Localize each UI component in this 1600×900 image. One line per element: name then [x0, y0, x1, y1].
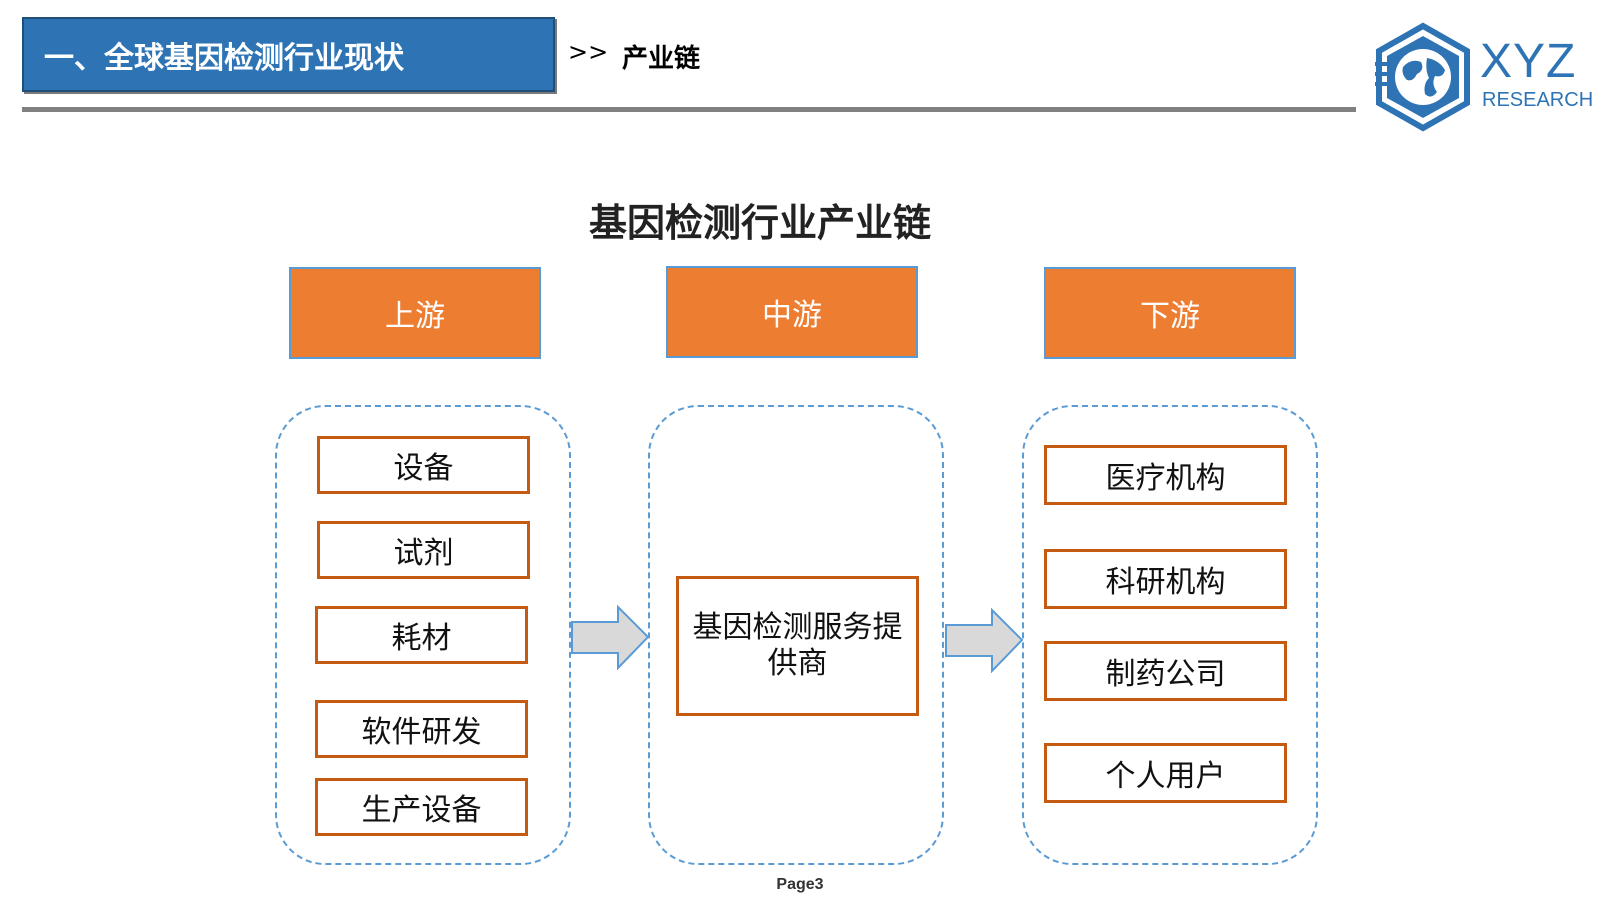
midstream-item: 基因检测服务提供商 — [676, 576, 919, 716]
header-divider — [22, 107, 1356, 112]
upstream-group — [275, 405, 571, 865]
stage-downstream: 下游 — [1044, 267, 1296, 359]
logo-tagline: RESEARCH — [1482, 89, 1594, 111]
downstream-item: 个人用户 — [1044, 743, 1287, 803]
upstream-item: 生产设备 — [315, 778, 528, 836]
diagram-title: 基因检测行业产业链 — [588, 201, 931, 245]
stage-upstream: 上游 — [289, 267, 541, 359]
arrow-right-icon — [570, 604, 650, 671]
arrow-right-icon — [944, 607, 1024, 674]
upstream-item: 耗材 — [315, 606, 528, 664]
section-title: 一、全球基因检测行业现状 — [22, 17, 555, 92]
globe-hexagon-icon — [1373, 22, 1473, 132]
upstream-item: 设备 — [317, 436, 530, 494]
breadcrumb-separator: >> — [568, 38, 609, 66]
upstream-item: 试剂 — [317, 521, 530, 579]
logo-brand: XYZ — [1480, 35, 1577, 88]
upstream-item: 软件研发 — [315, 700, 528, 758]
stage-midstream: 中游 — [666, 266, 918, 358]
page-number: Page3 — [776, 876, 824, 893]
downstream-item: 科研机构 — [1044, 549, 1287, 609]
downstream-item: 制药公司 — [1044, 641, 1287, 701]
page-subtitle: 产业链 — [622, 44, 701, 74]
midstream-group — [648, 405, 944, 865]
downstream-item: 医疗机构 — [1044, 445, 1287, 505]
downstream-group — [1022, 405, 1318, 865]
